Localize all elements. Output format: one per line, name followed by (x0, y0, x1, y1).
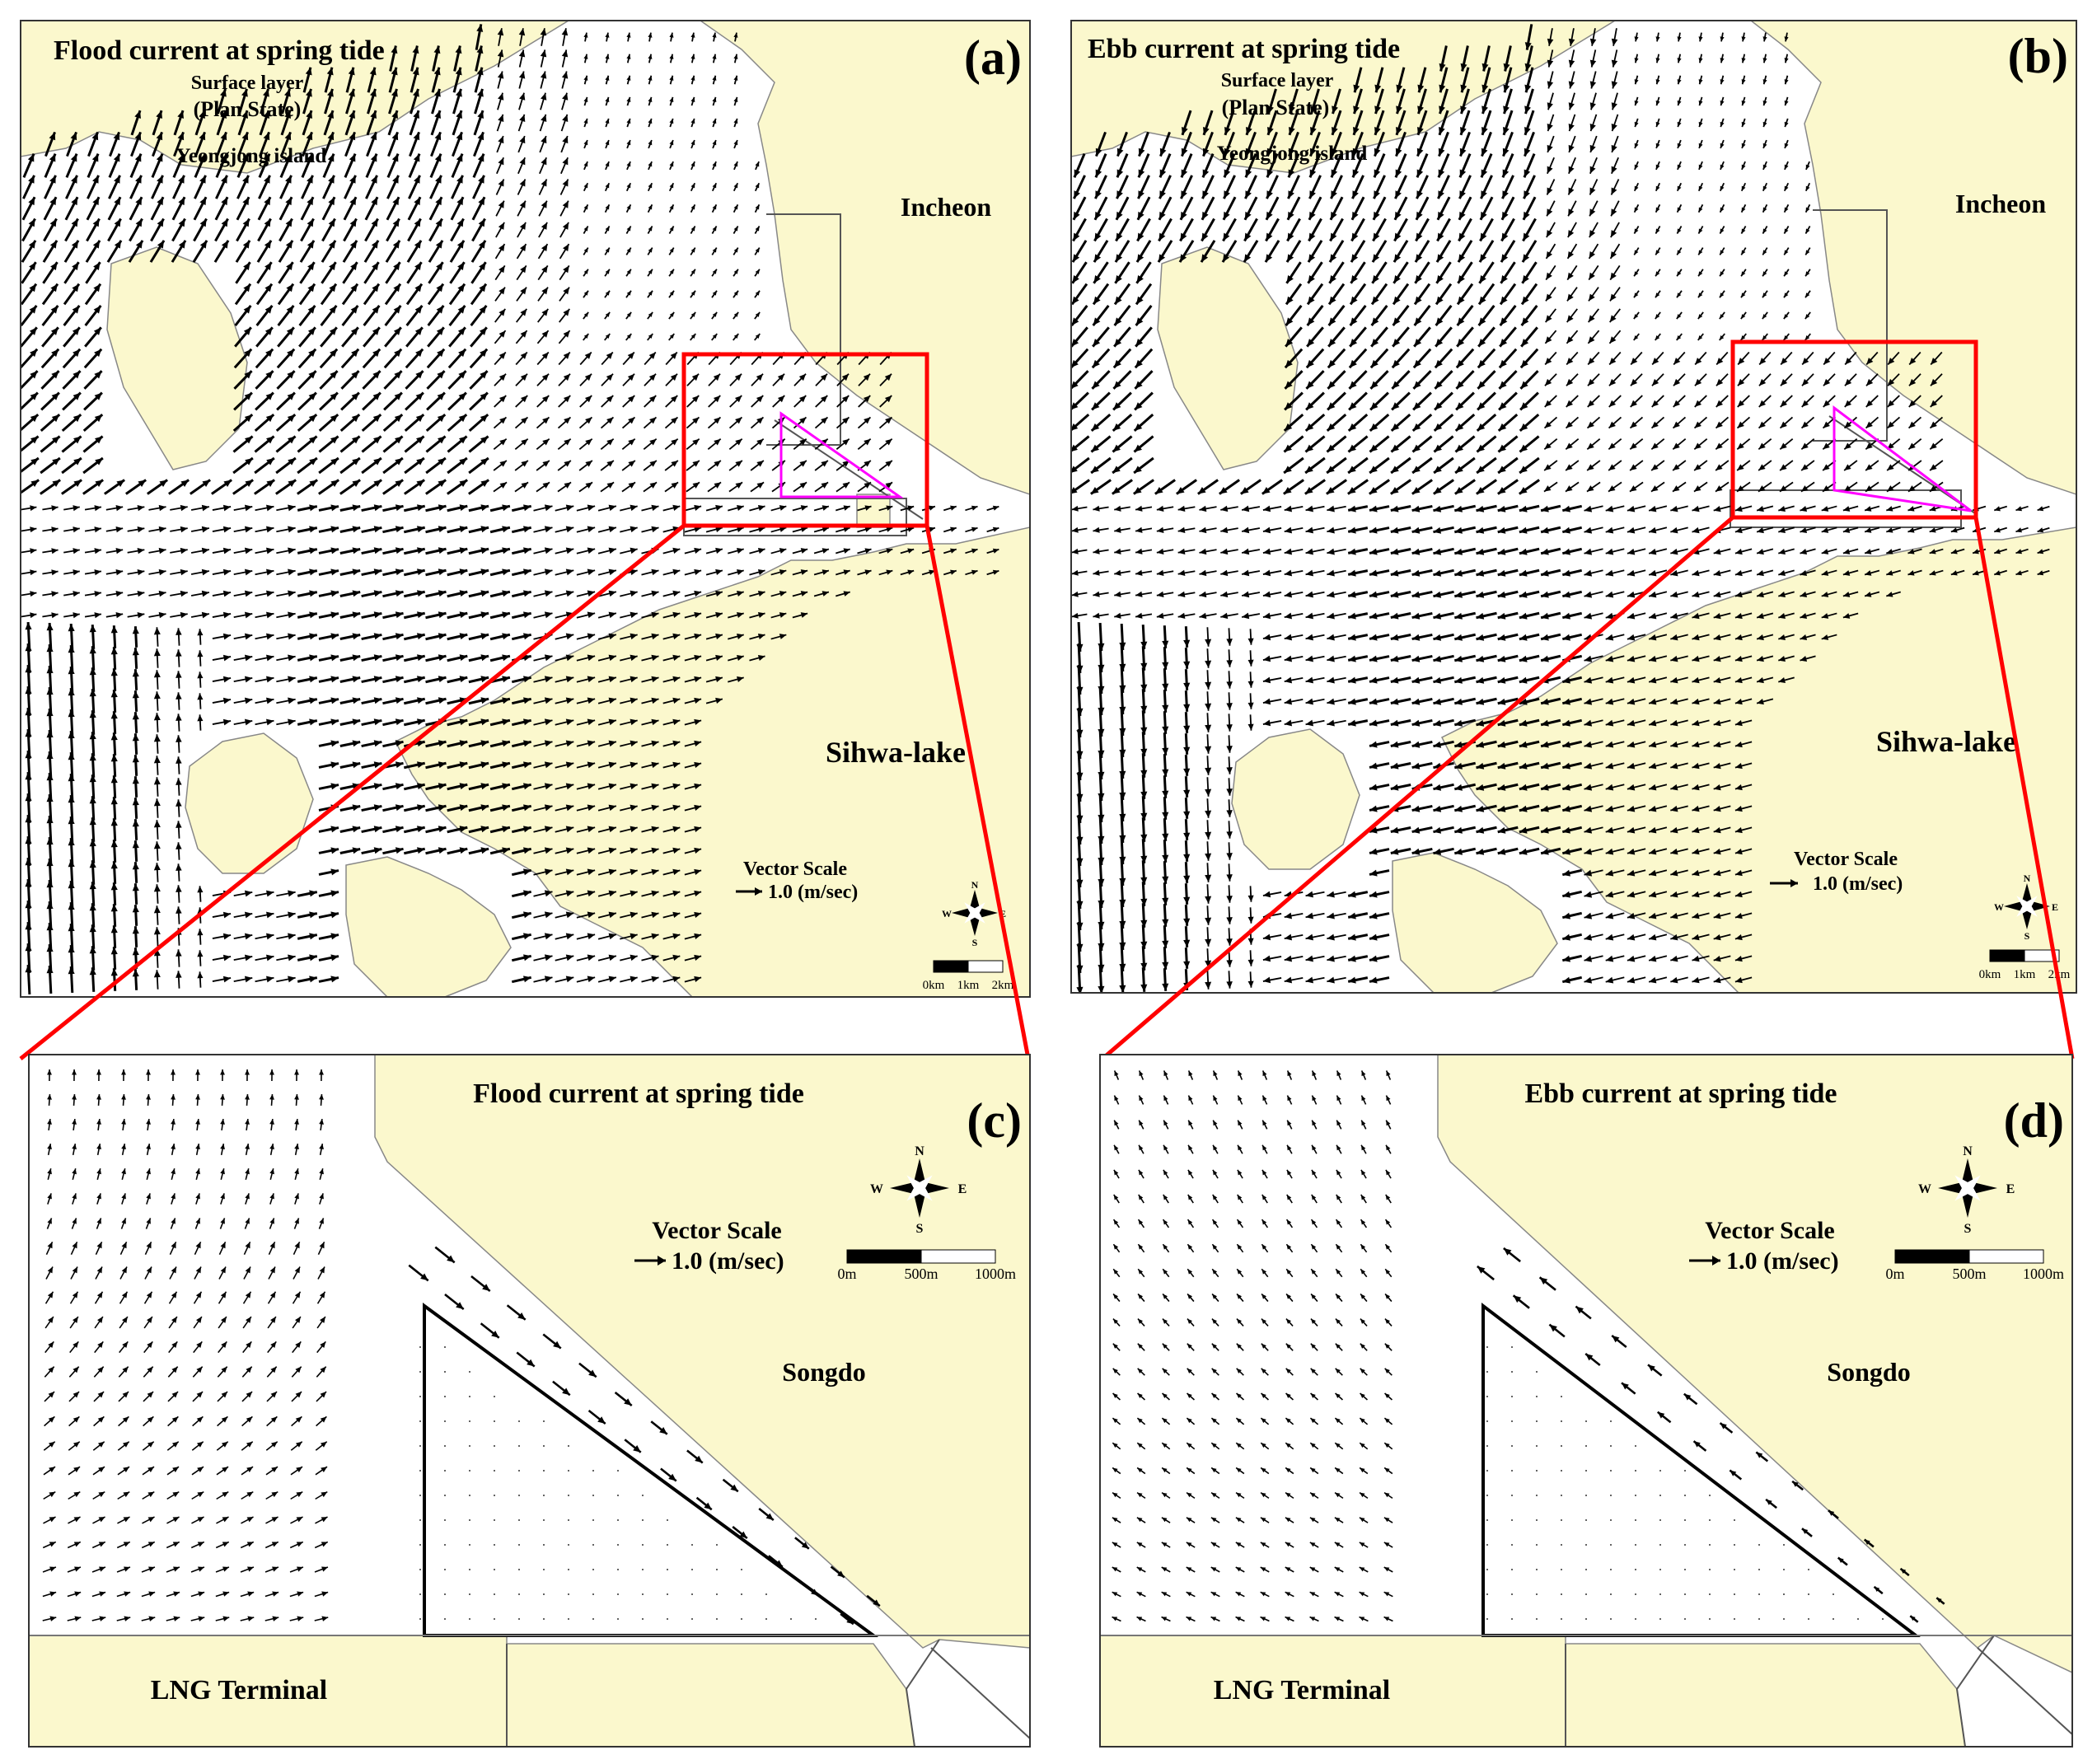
panel-a-layer-label: Surface layer (191, 73, 304, 94)
panel-d-scale-value: 1.0 (m/sec) (1726, 1247, 1839, 1275)
svg-text:1km: 1km (957, 979, 980, 992)
panel-b-vector-scale: Vector Scale 1.0 (m/sec) (1770, 849, 1903, 895)
panel-c-vector-scale: Vector Scale 1.0 (m/sec) (634, 1217, 784, 1275)
svg-text:S: S (1964, 1222, 1972, 1236)
panel-c-distance-bar: 0m 500m 1000m (837, 1249, 1016, 1282)
panel-a-scale-title: Vector Scale (743, 859, 847, 880)
svg-text:S: S (2024, 930, 2030, 942)
svg-text:N: N (2024, 873, 2031, 884)
zoom-line-b-left (1101, 516, 1734, 1060)
panel-b-map: Ebb current at spring tide Surface layer… (1070, 20, 2077, 994)
panel-c-map: Flood current at spring tide (c) N S E W… (28, 1054, 1031, 1748)
panel-d-vector-scale: Vector Scale 1.0 (m/sec) (1689, 1217, 1839, 1275)
panel-a-state-label: (Plan State) (194, 97, 302, 121)
panel-a-lake-label: Sihwa-lake (826, 736, 966, 769)
panel-d-vector-field (1112, 1070, 1945, 1623)
panel-b-island-label: Yeongjong island (1217, 143, 1368, 165)
svg-text:0m: 0m (837, 1266, 856, 1282)
panel-c-land (29, 1055, 1030, 1747)
panel-d-title: Ebb current at spring tide (1524, 1079, 1837, 1109)
svg-text:500m: 500m (1952, 1266, 1986, 1282)
svg-text:W: W (1918, 1182, 1931, 1196)
zoom-line-a-left (19, 524, 686, 1060)
svg-text:500m: 500m (904, 1266, 938, 1282)
panel-d-letter: (d) (2004, 1093, 2064, 1148)
panel-d-channel (1565, 1635, 2072, 1747)
svg-text:S: S (972, 937, 978, 948)
panel-a-letter: (a) (964, 30, 1022, 85)
svg-text:0km: 0km (1979, 968, 2001, 981)
panel-c-title: Flood current at spring tide (473, 1079, 804, 1109)
panel-c-compass: N S E W (870, 1144, 967, 1236)
panel-c-place-label: Songdo (782, 1357, 865, 1387)
panel-b-vector-field (1071, 24, 2050, 993)
panel-a-zoom-box (681, 352, 929, 528)
svg-text:E: E (958, 1182, 967, 1196)
svg-text:1000m: 1000m (975, 1266, 1016, 1282)
panel-d-distance-bar: 0m 500m 1000m (1885, 1249, 2064, 1282)
panel-a-distance-bar: 0km 1km 2km (923, 960, 1014, 992)
panel-b-title: Ebb current at spring tide (1088, 34, 1400, 64)
zoom-line-b-right (1973, 517, 2075, 1060)
svg-text:0m: 0m (1885, 1266, 1904, 1282)
svg-text:W: W (942, 908, 952, 919)
panel-a-island-label: Yeongjong island (176, 145, 327, 167)
svg-text:E: E (2006, 1182, 2015, 1196)
panel-b-compass: N S E W (1994, 873, 2058, 942)
svg-text:2km: 2km (992, 979, 1014, 992)
panel-d-scale-title: Vector Scale (1705, 1217, 1834, 1244)
panel-c-channel (506, 1639, 1030, 1747)
panel-d-land (1100, 1055, 2072, 1747)
svg-text:N: N (915, 1144, 924, 1158)
panel-a-plan-outline (779, 411, 904, 498)
panel-d-map: Ebb current at spring tide (d) N S E W V… (1099, 1054, 2073, 1748)
svg-text:N: N (1963, 1144, 1973, 1158)
panel-a-map: Flood current at spring tide Surface lay… (20, 20, 1031, 998)
panel-c-letter: (c) (967, 1093, 1022, 1148)
panel-d-compass: N S E W (1918, 1144, 2015, 1236)
panel-b-scale-title: Vector Scale (1794, 849, 1898, 870)
svg-text:0km: 0km (923, 979, 945, 992)
svg-text:E: E (2052, 901, 2058, 913)
panel-b-lake-label: Sihwa-lake (1876, 725, 2016, 758)
panel-a-city-label: Incheon (901, 192, 991, 222)
panel-c-terminal-label: LNG Terminal (151, 1675, 327, 1706)
panel-b-letter: (b) (2008, 29, 2068, 83)
panel-a-vector-field (21, 24, 999, 995)
panel-d-place-label: Songdo (1827, 1357, 1910, 1387)
svg-text:S: S (916, 1222, 924, 1236)
panel-b-scale-value: 1.0 (m/sec) (1813, 873, 1903, 895)
panel-c-scale-title: Vector Scale (652, 1217, 781, 1244)
svg-text:N: N (971, 879, 979, 891)
svg-text:1km: 1km (2014, 968, 2036, 981)
panel-a-scale-value: 1.0 (m/sec) (768, 882, 858, 903)
panel-b-plan-outline (1833, 405, 1972, 512)
panel-b-state-label: (Plan State) (1222, 96, 1330, 119)
svg-text:1000m: 1000m (2023, 1266, 2064, 1282)
panel-d-terminal-label: LNG Terminal (1214, 1675, 1390, 1706)
panel-c-scale-value: 1.0 (m/sec) (672, 1247, 784, 1275)
panel-a-vector-scale: Vector Scale 1.0 (m/sec) (736, 859, 858, 903)
zoom-connectors (19, 516, 2075, 1060)
panel-c-vector-field (42, 1069, 881, 1626)
panel-a-title: Flood current at spring tide (54, 35, 385, 66)
panel-b-land (1071, 21, 2076, 993)
zoom-line-a-right (924, 525, 1031, 1060)
panel-b-zoom-box (1730, 339, 1978, 520)
panel-b-city-label: Incheon (1955, 189, 2046, 218)
panel-a-land (21, 21, 1030, 997)
panel-b-layer-label: Surface layer (1221, 70, 1334, 91)
svg-text:W: W (870, 1182, 883, 1196)
svg-text:W: W (1994, 901, 2004, 913)
